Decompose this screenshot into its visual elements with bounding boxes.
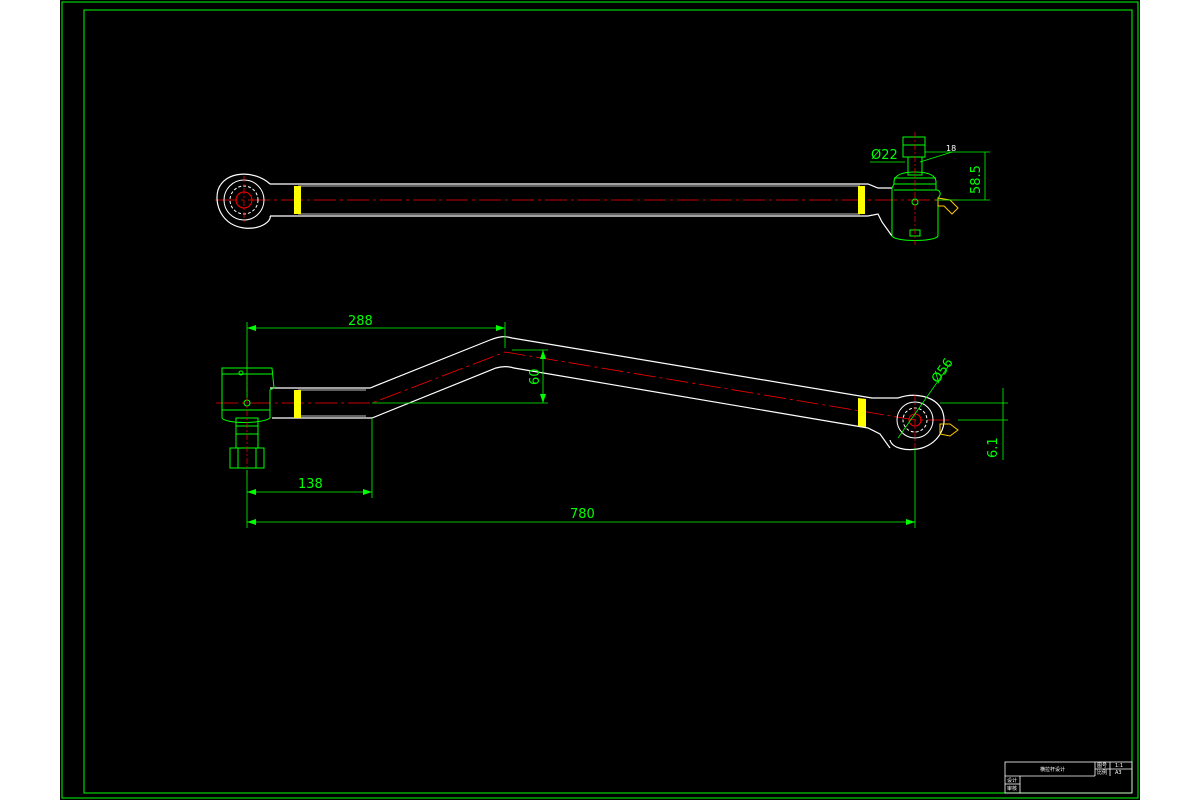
top-clamp-band-left [294,186,301,214]
dim-joint-height: 58.5 [969,165,984,194]
dim-total-length: 780 [570,507,595,522]
dim-ball-diameter: Ø22 [871,148,898,163]
title-block: 横拉杆设计 图号 比例 1:1 A3 设计 审核 [1004,761,1133,794]
tb-value-2: A3 [1115,770,1122,776]
dim-bend-offset: 60 [528,368,543,385]
tb-part-name: 横拉杆设计 [1040,766,1065,773]
dim-thread-length: 18 [946,144,956,153]
front-tube-upper-edge [270,336,898,399]
front-view: 288 60 138 780 Ø56 6.1 [216,314,1008,528]
top-clamp-band-right [858,186,865,214]
tb-label-2: 比例 [1097,769,1107,776]
dim-bend-position: 288 [348,314,373,329]
front-centerline [216,351,950,421]
front-dim-arrows [247,325,915,525]
front-right-eye [889,394,945,451]
dim-straight-length: 138 [298,477,323,492]
drawing-sheet [60,0,1140,800]
top-tube-outline [270,183,893,237]
front-grease-fitting [939,423,959,437]
top-left-eye [216,173,271,229]
front-clamp-band-left [294,390,301,418]
dim-eye-offset: 6.1 [986,437,1001,458]
outer-frame [61,1,1139,799]
front-tube-lower-edge [272,365,891,449]
front-clamp-band-right [858,398,866,427]
top-dim-lines [870,151,990,201]
tb-label-1: 图号 [1097,763,1107,769]
top-view: Ø22 18 58.5 [215,132,990,245]
tb-row-1: 设计 [1007,777,1017,784]
inner-frame [83,9,1133,794]
tb-row-2: 审核 [1007,785,1017,792]
front-right-eye-ring-outer [896,401,934,439]
tb-value-1: 1:1 [1115,763,1123,769]
